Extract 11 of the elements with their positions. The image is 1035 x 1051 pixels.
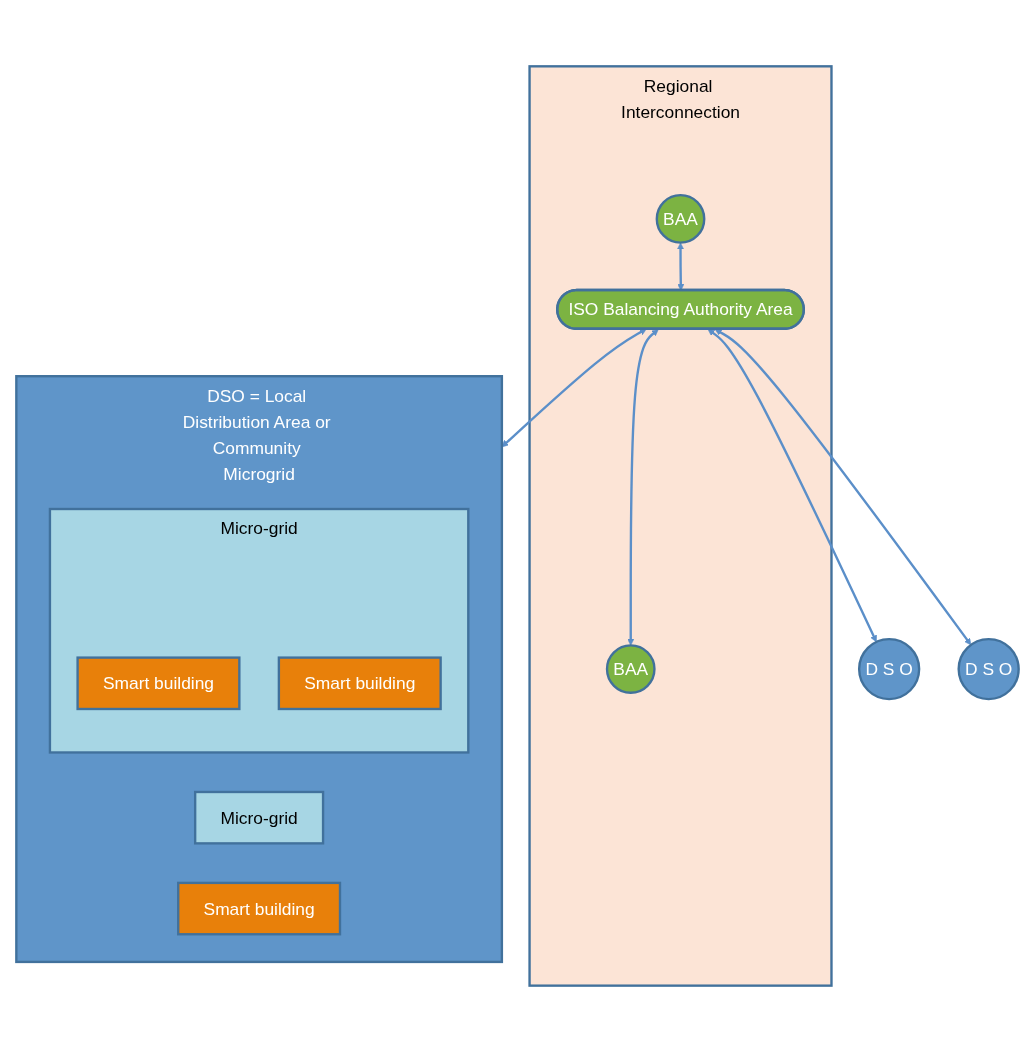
node-circle: D S O — [857, 637, 921, 700]
arrow — [501, 328, 647, 447]
node-circle: BAA — [655, 193, 706, 244]
node-circle: D S O — [957, 637, 1020, 700]
node-box: Smart building — [177, 881, 342, 935]
node-box: Smart building — [277, 655, 442, 710]
node-box: Micro-grid — [194, 790, 325, 845]
node-box: Smart building — [76, 655, 241, 710]
node-circle: BAA — [605, 643, 656, 694]
arrow — [707, 328, 877, 642]
arrow — [714, 328, 972, 645]
